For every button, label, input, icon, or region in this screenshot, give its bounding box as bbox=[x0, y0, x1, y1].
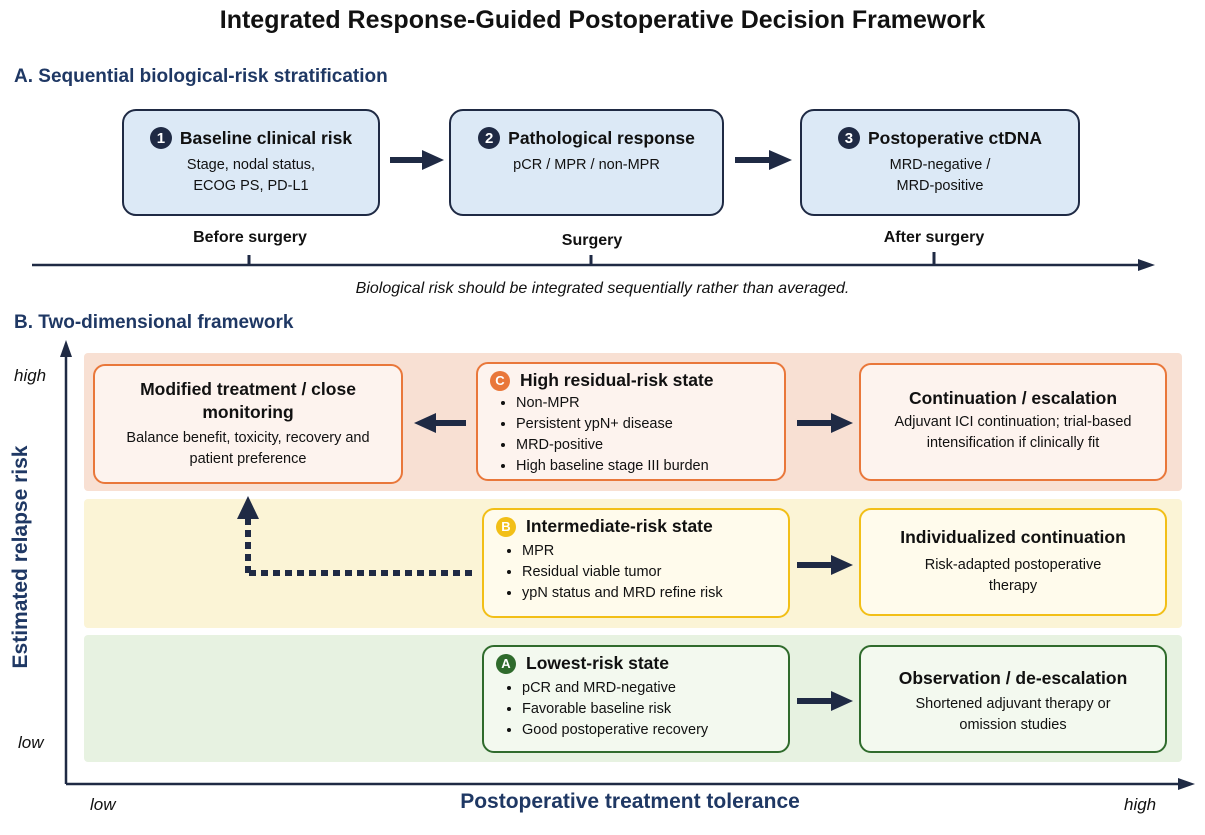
state-point: Residual viable tumor bbox=[522, 562, 788, 583]
modified-treatment-title: Modified treatment / close monitoring bbox=[140, 379, 356, 422]
arrow-to-individualized bbox=[797, 555, 853, 575]
high-residual-risk-state-box: C High residual-risk state Non-MPR Persis… bbox=[476, 362, 786, 481]
flow-arrow bbox=[735, 150, 792, 170]
badge-c-icon: C bbox=[490, 370, 510, 391]
step-desc-line: pCR / MPR / non-MPR bbox=[513, 157, 660, 173]
step-number-1-icon: 1 bbox=[149, 127, 172, 149]
y-axis-label: Estimated relapse risk bbox=[9, 445, 32, 669]
y-axis-low-label: low bbox=[18, 733, 44, 752]
badge-b-icon: B bbox=[496, 516, 516, 537]
arrow-to-observation bbox=[797, 691, 853, 711]
step-desc-line: Stage, nodal status, bbox=[186, 157, 316, 173]
y-axis-high-label: high bbox=[14, 366, 47, 385]
step-desc-line: MRD-negative / bbox=[889, 157, 991, 173]
state-point: High baseline stage III burden bbox=[516, 456, 784, 477]
state-title: High residual-risk state bbox=[520, 370, 714, 390]
state-point: Persistent ypN+ disease bbox=[516, 414, 784, 435]
state-point: pCR and MRD-negative bbox=[522, 678, 788, 699]
state-point: ypN status and MRD refine risk bbox=[522, 583, 788, 604]
step-title: Postoperative ctDNA bbox=[867, 127, 1043, 148]
y-axis bbox=[60, 340, 72, 784]
step-postoperative-ctdna: 3 Postoperative ctDNA MRD-negative / MRD-… bbox=[800, 109, 1080, 216]
outcome-desc: Risk-adapted postoperative therapy bbox=[924, 557, 1102, 594]
outcome-title: Individualized continuation bbox=[900, 527, 1126, 547]
dashed-connector bbox=[237, 496, 472, 576]
state-title: Intermediate-risk state bbox=[526, 516, 713, 536]
x-axis-high-label: high bbox=[1124, 795, 1157, 814]
step-desc-line: MRD-positive bbox=[896, 178, 984, 194]
state-point: Good postoperative recovery bbox=[522, 720, 788, 741]
figure-title: Integrated Response-Guided Postoperative… bbox=[219, 6, 986, 34]
state-point: MPR bbox=[522, 541, 788, 562]
state-point: Non-MPR bbox=[516, 393, 784, 414]
state-title: Lowest-risk state bbox=[526, 653, 669, 673]
intermediate-risk-state-box: B Intermediate-risk state MPR Residual vi… bbox=[482, 508, 790, 618]
state-point: Favorable baseline risk bbox=[522, 699, 788, 720]
outcome-title: Observation / de-escalation bbox=[898, 668, 1128, 688]
step-title: Pathological response bbox=[508, 127, 695, 148]
outcome-desc: Adjuvant ICI continuation; trial-based i… bbox=[894, 414, 1132, 451]
timeline-axis bbox=[32, 252, 1155, 271]
timeline-label-surgery: Surgery bbox=[561, 232, 623, 249]
modified-treatment-box: Modified treatment / close monitoring Ba… bbox=[93, 364, 403, 484]
x-axis-label: Postoperative treatment tolerance bbox=[460, 790, 800, 813]
timeline-note: Biological risk should be integrated seq… bbox=[355, 280, 850, 297]
step-desc-line: ECOG PS, PD-L1 bbox=[193, 178, 309, 194]
section-b-heading: B. Two-dimensional framework bbox=[14, 312, 294, 333]
step-number-2-icon: 2 bbox=[478, 127, 501, 149]
timeline-label-after-surgery: After surgery bbox=[883, 229, 985, 246]
step-pathological-response: 2 Pathological response pCR / MPR / non-M… bbox=[449, 109, 724, 216]
x-axis-low-label: low bbox=[90, 795, 116, 814]
arrow-to-modified-treatment bbox=[414, 413, 466, 433]
flow-arrow bbox=[390, 150, 444, 170]
step-number-3-icon: 3 bbox=[837, 127, 860, 149]
section-a-heading: A. Sequential biological-risk stratifica… bbox=[14, 66, 388, 87]
continuation-escalation-box: Continuation / escalation Adjuvant ICI c… bbox=[859, 363, 1167, 481]
state-point: MRD-positive bbox=[516, 435, 784, 456]
individualized-continuation-box: Individualized continuation Risk-adapted… bbox=[859, 508, 1167, 616]
outcome-desc: Shortened adjuvant therapy or omission s… bbox=[915, 696, 1111, 733]
arrow-to-continuation bbox=[797, 413, 853, 433]
step-baseline-clinical-risk: 1 Baseline clinical risk Stage, nodal sta… bbox=[122, 109, 380, 216]
timeline-label-before-surgery: Before surgery bbox=[193, 229, 307, 246]
badge-a-icon: A bbox=[496, 653, 516, 674]
outcome-title: Continuation / escalation bbox=[908, 388, 1118, 408]
x-axis bbox=[66, 778, 1195, 790]
observation-de-escalation-box: Observation / de-escalation Shortened ad… bbox=[859, 645, 1167, 753]
step-title: Baseline clinical risk bbox=[179, 127, 353, 148]
modified-treatment-desc: Balance benefit, toxicity, recovery and … bbox=[126, 430, 370, 467]
